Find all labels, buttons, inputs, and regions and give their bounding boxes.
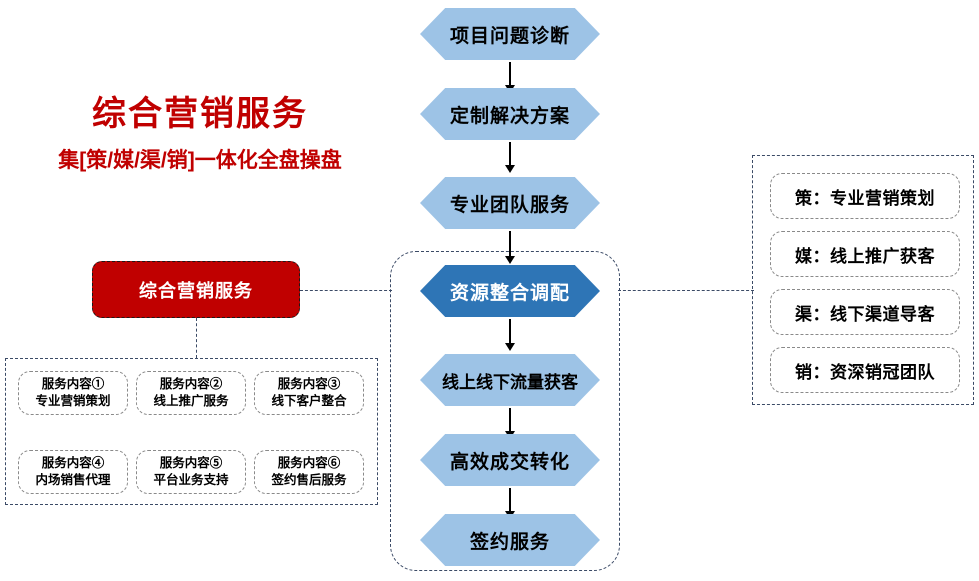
headline-subtitle: 集[策/媒/渠/销]一体化全盘操盘 [58,149,342,173]
service-item-3-title: 服务内容③ [277,377,341,392]
flow-arrow-6 [505,488,515,519]
service-item-2-title: 服务内容② [159,377,223,392]
service-item-6-title: 服务内容⑥ [277,456,341,471]
flow-step-2-label: 定制解决方案 [449,105,570,127]
flow-step-1[interactable]: 项目问题诊断 [420,8,600,60]
service-item-6[interactable]: 服务内容⑥ 签约售后服务 [254,450,364,494]
service-item-1[interactable]: 服务内容① 专业营销策划 [18,371,128,415]
flow-step-5[interactable]: 线上线下流量获客 [420,354,600,406]
flow-step-6[interactable]: 高效成交转化 [420,434,600,486]
red-callout-box[interactable]: 综合营销服务 [92,261,300,318]
right-panel-item-3[interactable]: 渠：线下渠道导客 [770,289,960,335]
service-item-6-detail: 签约售后服务 [271,473,347,487]
right-panel-container [752,155,974,405]
flow-step-1-label: 项目问题诊断 [449,25,570,47]
flow-step-5-label: 线上线下流量获客 [442,372,578,392]
flow-step-3[interactable]: 专业团队服务 [420,177,600,229]
service-panel-container [5,358,378,505]
service-item-5-detail: 平台业务支持 [153,473,229,487]
right-panel-item-1[interactable]: 策：专业营销策划 [770,173,960,219]
flow-arrow-2 [505,142,515,173]
connector-red-to-services [196,318,197,358]
flow-step-7[interactable]: 签约服务 [420,514,600,566]
right-panel-item-3-label: 渠：线下渠道导客 [795,304,935,324]
flow-step-2[interactable]: 定制解决方案 [420,88,600,140]
flow-arrow-5 [505,408,515,439]
red-callout-label: 综合营销服务 [139,280,253,301]
service-item-5[interactable]: 服务内容⑤ 平台业务支持 [136,450,246,494]
right-panel-item-2[interactable]: 媒：线上推广获客 [770,231,960,277]
service-item-4-detail: 内场销售代理 [35,473,111,487]
flow-focus-container [390,251,620,571]
headline-block: 综合营销服务 集[策/媒/渠/销]一体化全盘操盘 [30,95,370,174]
service-item-1-detail: 专业营销策划 [35,394,111,408]
flow-step-4-label: 资源整合调配 [449,282,570,304]
flow-arrow-3 [505,231,515,264]
flow-arrow-1 [505,62,515,93]
service-item-5-title: 服务内容⑤ [159,456,223,471]
right-panel-item-4-label: 销：资深销冠团队 [795,362,935,382]
headline-title: 综合营销服务 [92,95,308,133]
service-item-1-title: 服务内容① [41,377,105,392]
flow-step-7-label: 签约服务 [469,531,550,553]
flow-arrow-4 [505,319,515,351]
right-panel-item-1-label: 策：专业营销策划 [795,188,935,208]
service-item-3-detail: 线下客户整合 [271,394,347,408]
service-item-2[interactable]: 服务内容② 线上推广服务 [136,371,246,415]
flow-step-3-label: 专业团队服务 [449,194,570,216]
service-item-3[interactable]: 服务内容③ 线下客户整合 [254,371,364,415]
service-item-4[interactable]: 服务内容④ 内场销售代理 [18,450,128,494]
flow-step-4-highlighted[interactable]: 资源整合调配 [420,265,600,317]
connector-flow-to-right-panel [618,290,754,291]
right-panel-item-4[interactable]: 销：资深销冠团队 [770,347,960,393]
connector-red-to-flow [300,290,392,291]
right-panel-item-2-label: 媒：线上推广获客 [795,246,935,266]
service-item-4-title: 服务内容④ [41,456,105,471]
service-item-2-detail: 线上推广服务 [153,394,229,408]
flow-step-6-label: 高效成交转化 [449,451,570,473]
